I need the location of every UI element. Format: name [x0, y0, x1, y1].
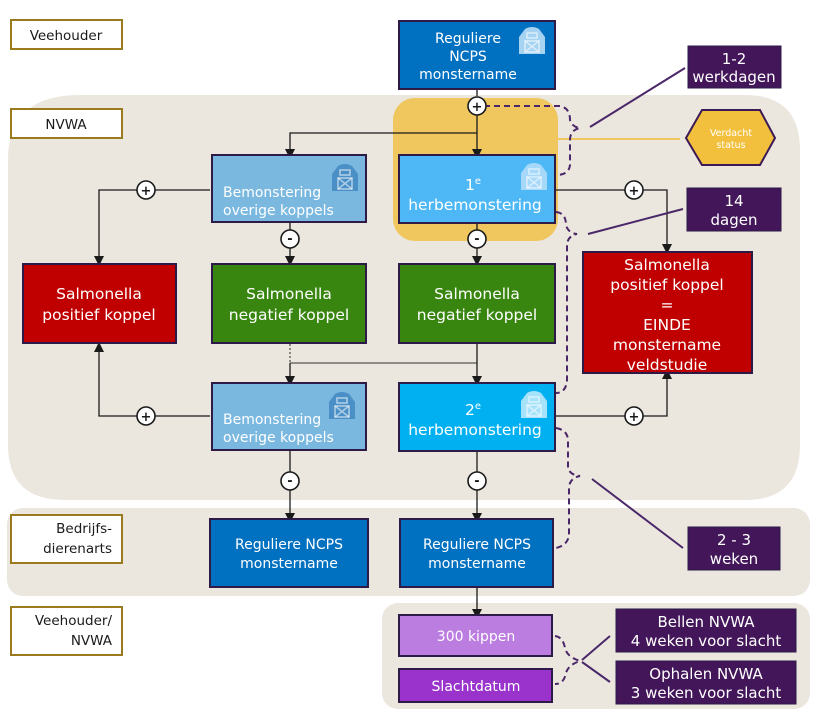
svg-text:Salmonella: Salmonella — [246, 285, 332, 303]
svg-text:overige koppels: overige koppels — [223, 430, 334, 446]
role-label-veehouder-nvwa: Veehouder/ NVWA — [10, 606, 123, 656]
svg-text:Reguliere NCPS: Reguliere NCPS — [423, 537, 531, 553]
svg-text:monstername: monstername — [240, 556, 338, 572]
role-label-veehouder: Veehouder — [10, 19, 123, 50]
svg-text:NCPS: NCPS — [449, 49, 487, 65]
note-14-dagen: 14 dagen — [686, 187, 782, 232]
svg-text:-: - — [474, 474, 479, 489]
svg-text:Reguliere NCPS: Reguliere NCPS — [235, 537, 343, 553]
decision-minus-mid-2: - — [467, 471, 487, 491]
decision-minus-left-1: - — [280, 229, 300, 249]
node-salmonella-positief-einde[interactable]: Salmonella positief koppel = EINDE monst… — [582, 251, 753, 374]
svg-text:EINDE: EINDE — [643, 316, 691, 334]
svg-text:positief koppel: positief koppel — [42, 306, 155, 324]
timing-brackets — [484, 67, 686, 685]
node-herbemonstering-1[interactable]: 1e herbemonstering — [398, 154, 556, 224]
node-bemonstering-overige-1[interactable]: Bemonstering overige koppels — [211, 154, 367, 223]
node-reguliere-ncps-left[interactable]: Reguliere NCPS monstername — [209, 518, 369, 588]
svg-text:Reguliere: Reguliere — [435, 31, 501, 47]
svg-text:Veehouder/: Veehouder/ — [35, 613, 113, 629]
svg-text:dierenarts: dierenarts — [43, 541, 112, 557]
svg-text:4 weken voor slacht: 4 weken voor slacht — [631, 632, 782, 650]
decision-plus-top: + — [467, 96, 487, 116]
svg-text:Bemonstering: Bemonstering — [223, 412, 321, 428]
node-bemonstering-overige-2[interactable]: Bemonstering overige koppels — [211, 382, 367, 451]
svg-text:herbemonstering: herbemonstering — [408, 196, 542, 214]
svg-text:negatief koppel: negatief koppel — [229, 306, 349, 324]
connectors — [99, 90, 667, 619]
svg-text:Veehouder: Veehouder — [30, 28, 103, 44]
svg-text:negatief koppel: negatief koppel — [417, 306, 537, 324]
svg-text:Bemonstering: Bemonstering — [223, 185, 321, 201]
decision-minus-left-2: - — [280, 471, 300, 491]
svg-text:veldstudie: veldstudie — [627, 356, 708, 374]
svg-text:werkdagen: werkdagen — [692, 68, 775, 86]
svg-text:-: - — [474, 232, 479, 247]
status-hexagon-verdacht: Verdacht status — [684, 109, 777, 166]
node-salmonella-positief-left[interactable]: Salmonella positief koppel — [22, 263, 177, 344]
svg-text:status: status — [716, 140, 745, 151]
role-label-nvwa: NVWA — [10, 108, 123, 139]
node-herbemonstering-2[interactable]: 2e herbemonstering — [398, 382, 556, 452]
node-salmonella-negatief-left[interactable]: Salmonella negatief koppel — [211, 263, 367, 344]
svg-text:Verdacht: Verdacht — [710, 128, 752, 139]
svg-text:+: + — [141, 410, 152, 425]
svg-text:weken: weken — [710, 550, 758, 568]
svg-text:+: + — [472, 100, 483, 115]
svg-text:2 - 3: 2 - 3 — [717, 531, 751, 549]
svg-text:=: = — [661, 296, 674, 314]
note-2-3-weken: 2 - 3 weken — [687, 526, 781, 571]
svg-text:Salmonella: Salmonella — [56, 285, 142, 303]
svg-text:Salmonella: Salmonella — [624, 256, 710, 274]
note-bellen-nvwa: Bellen NVWA 4 weken voor slacht — [615, 608, 797, 653]
svg-text:dagen: dagen — [711, 211, 758, 229]
svg-text:Slachtdatum: Slachtdatum — [432, 679, 521, 695]
node-reguliere-ncps-top[interactable]: Reguliere NCPS monstername — [398, 20, 556, 90]
svg-text:NVWA: NVWA — [45, 117, 87, 133]
svg-text:+: + — [141, 184, 152, 199]
svg-text:300 kippen: 300 kippen — [437, 629, 515, 645]
svg-text:overige koppels: overige koppels — [223, 203, 334, 219]
decision-minus-mid-1: - — [467, 229, 487, 249]
svg-text:Bedrijfs-: Bedrijfs- — [56, 521, 112, 537]
note-ophalen-nvwa: Ophalen NVWA 3 weken voor slacht — [615, 660, 797, 705]
svg-text:+: + — [629, 184, 640, 199]
svg-text:NVWA: NVWA — [71, 633, 113, 649]
node-slachtdatum[interactable]: Slachtdatum — [398, 668, 553, 703]
svg-text:monstername: monstername — [419, 67, 517, 83]
svg-text:+: + — [629, 410, 640, 425]
svg-text:14: 14 — [724, 192, 743, 210]
decision-plus-left-1: + — [136, 180, 156, 200]
svg-text:herbemonstering: herbemonstering — [408, 421, 542, 439]
node-300-kippen[interactable]: 300 kippen — [398, 614, 553, 657]
node-reguliere-ncps-mid[interactable]: Reguliere NCPS monstername — [399, 518, 554, 588]
svg-text:2e: 2e — [465, 401, 481, 419]
decision-plus-right-1: + — [624, 180, 644, 200]
svg-text:-: - — [287, 474, 292, 489]
role-label-bedrijfsdierenarts: Bedrijfs- dierenarts — [10, 514, 123, 564]
svg-text:monstername: monstername — [613, 336, 721, 354]
svg-text:-: - — [287, 232, 292, 247]
note-1-2-werkdagen: 1-2 werkdagen — [687, 45, 782, 89]
decision-plus-right-2: + — [624, 406, 644, 426]
svg-text:monstername: monstername — [428, 556, 526, 572]
svg-text:1e: 1e — [465, 176, 481, 194]
svg-text:positief koppel: positief koppel — [610, 276, 723, 294]
svg-text:3 weken voor slacht: 3 weken voor slacht — [631, 684, 782, 702]
svg-text:1-2: 1-2 — [722, 50, 747, 68]
decision-plus-left-2: + — [136, 406, 156, 426]
svg-text:Bellen NVWA: Bellen NVWA — [657, 613, 755, 631]
svg-text:Salmonella: Salmonella — [434, 285, 520, 303]
svg-text:Ophalen NVWA: Ophalen NVWA — [649, 665, 763, 683]
node-salmonella-negatief-mid[interactable]: Salmonella negatief koppel — [398, 263, 556, 344]
